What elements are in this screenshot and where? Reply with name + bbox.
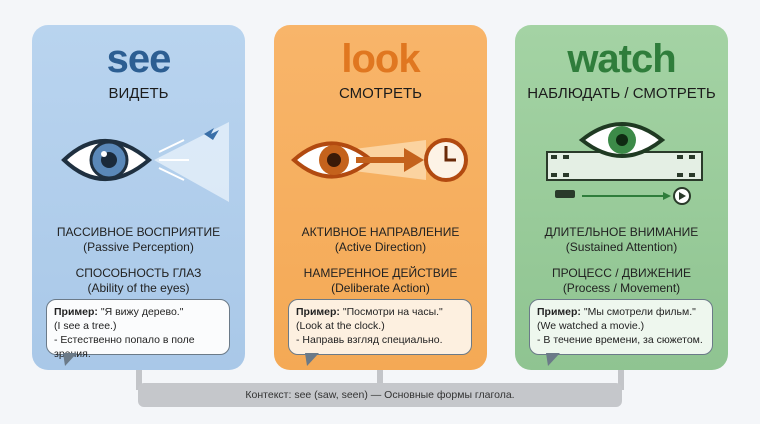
feature-en: (Sustained Attention) <box>565 240 678 254</box>
eye-filmstrip-icon <box>545 122 703 205</box>
context-bar: Контекст: see (saw, seen) — Основные фор… <box>138 383 622 407</box>
feature-en: (Passive Perception) <box>83 240 194 254</box>
feature-ru: НАМЕРЕННОЕ ДЕЙСТВИЕ <box>303 266 458 280</box>
example-note: - Естественно попало в поле зрения. <box>54 334 195 360</box>
feature-ru: ПРОЦЕСС / ДВИЖЕНИЕ <box>551 266 692 280</box>
feature-ru: АКТИВНОЕ НАПРАВЛЕНИЕ <box>301 225 460 239</box>
example-bubble: Пример: "Я вижу дерево." (I see a tree.)… <box>46 299 230 366</box>
example-label: Пример: <box>54 306 98 318</box>
example-en: (We watched a movie.) <box>537 320 645 332</box>
connector-line <box>618 370 624 390</box>
example-ru: "Я вижу дерево." <box>100 306 184 318</box>
card-subtitle: НАБЛЮДАТЬ / СМОТРЕТЬ <box>527 85 716 102</box>
feature-en: (Deliberate Action) <box>331 281 430 295</box>
example-en: (I see a tree.) <box>54 320 117 332</box>
connector-line <box>136 370 142 390</box>
example-label: Пример: <box>537 306 581 318</box>
card-look: look СМОТРЕТЬ АКТИВНОЕ НАПРАВЛЕНИЕ (Acti… <box>274 25 487 370</box>
card-watch: watch НАБЛЮДАТЬ / СМОТРЕТЬ ДЛИТЕЛЬНОЕ ВН… <box>515 25 728 370</box>
example-en: (Look at the clock.) <box>296 320 385 332</box>
bubble-tail <box>63 353 77 366</box>
feature-ru: ДЛИТЕЛЬНОЕ ВНИМАНИЕ <box>544 225 699 239</box>
feature-en: (Ability of the eyes) <box>87 281 190 295</box>
card-subtitle: ВИДЕТЬ <box>108 85 169 102</box>
example-note: - В течение времени, за сюжетом. <box>537 334 703 346</box>
example-bubble: Пример: "Посмотри на часы." (Look at the… <box>288 299 472 366</box>
feature-ru: СПОСОБНОСТЬ ГЛАЗ <box>75 266 202 280</box>
eye-with-rays-and-bird-icon <box>60 122 229 202</box>
card-see: see ВИДЕТЬ ПАССИВНОЕ ВОСПРИЯТИЕ (Passive… <box>32 25 245 370</box>
feature-ru: ПАССИВНОЕ ВОСПРИЯТИЕ <box>56 225 221 239</box>
bubble-tail <box>305 353 319 366</box>
eye-arrow-clock-icon <box>290 138 468 182</box>
example-ru: "Посмотри на часы." <box>342 306 443 318</box>
example-ru: "Мы смотрели фильм." <box>583 306 696 318</box>
bubble-tail <box>546 353 560 366</box>
example-label: Пример: <box>296 306 340 318</box>
card-subtitle: СМОТРЕТЬ <box>338 85 422 102</box>
example-note: - Направь взгляд специально. <box>296 334 443 346</box>
card-title: look <box>341 37 420 81</box>
card-title: watch <box>567 37 676 81</box>
feature-en: (Active Direction) <box>334 240 427 254</box>
card-title: see <box>106 37 172 81</box>
connector-line <box>377 370 383 390</box>
example-bubble: Пример: "Мы смотрели фильм." (We watched… <box>529 299 713 366</box>
feature-en: (Process / Movement) <box>562 281 681 295</box>
